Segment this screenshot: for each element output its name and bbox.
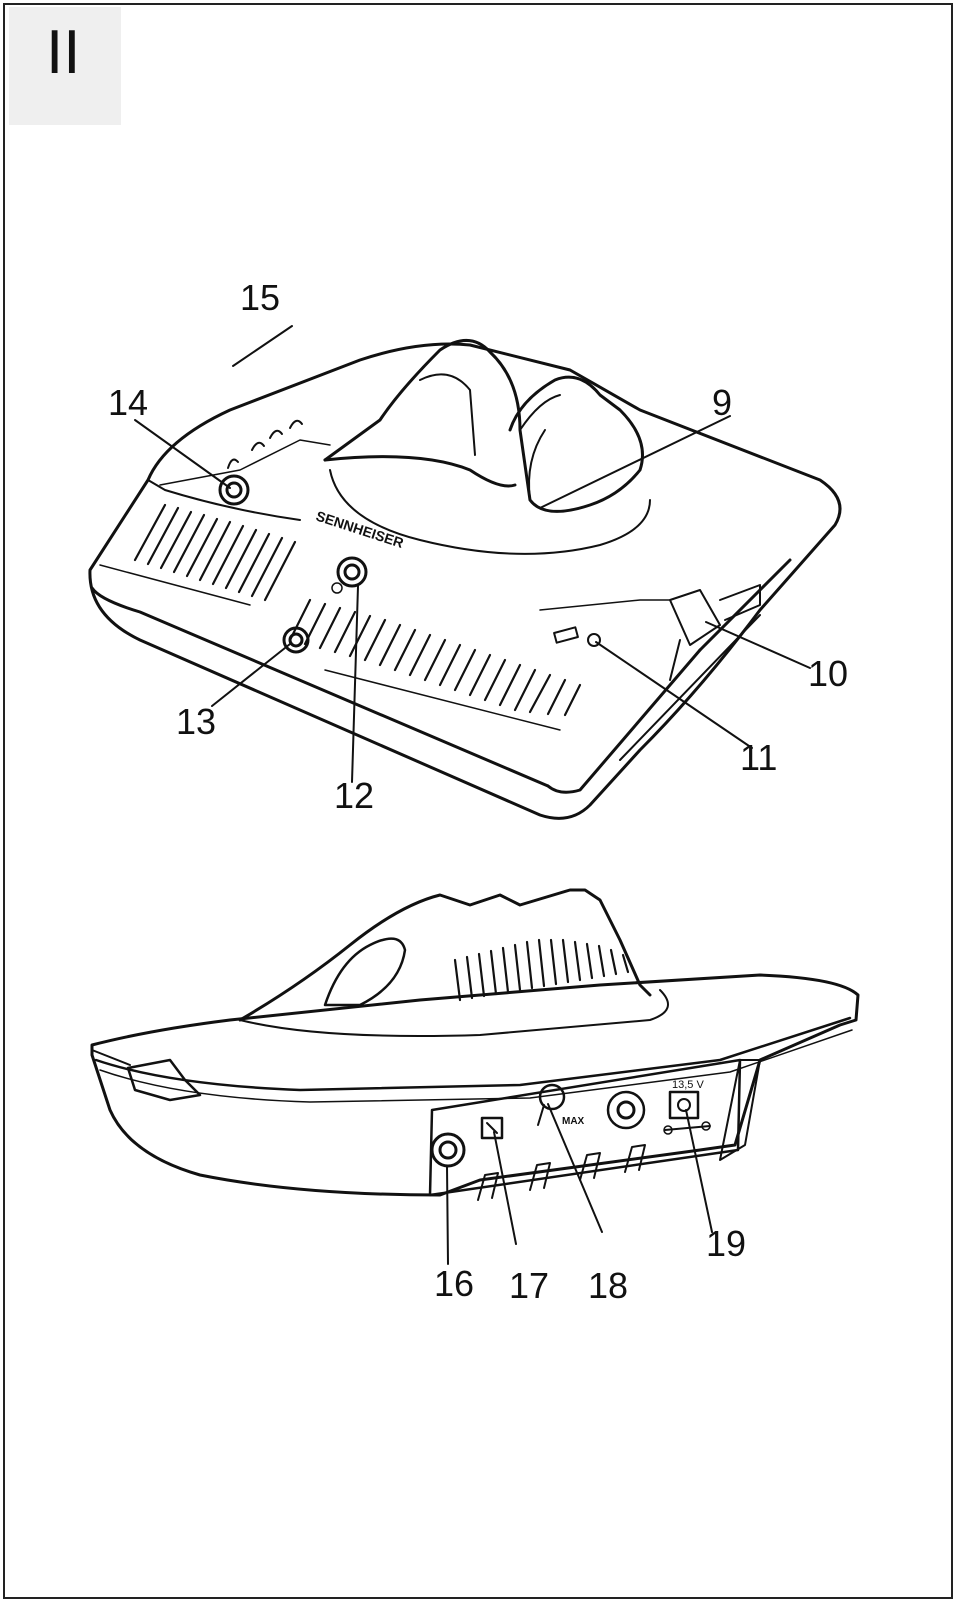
speaker-grille-front (133, 503, 582, 717)
callout-18: 18 (588, 1265, 629, 1306)
page-border (3, 3, 953, 1599)
speaker-grille-rear (453, 938, 630, 1002)
callout-13: 13 (176, 701, 217, 742)
max-label: MAX (562, 1116, 585, 1127)
callout-19: 19 (706, 1223, 747, 1264)
callout-9: 9 (712, 382, 733, 423)
voltage-label: 13,5 V (672, 1079, 704, 1091)
front-view-drawing (88, 339, 842, 820)
section-tab (9, 7, 121, 125)
leader-lines (134, 325, 811, 1265)
callout-12: 12 (334, 775, 375, 816)
callout-16: 16 (434, 1263, 475, 1304)
rear-view-drawing (90, 888, 860, 1201)
callout-11: 11 (740, 737, 778, 778)
callout-15: 15 (240, 277, 281, 318)
section-label: II (46, 18, 81, 87)
callout-14: 14 (108, 382, 149, 423)
callout-17: 17 (509, 1265, 550, 1306)
callout-10: 10 (808, 653, 849, 694)
